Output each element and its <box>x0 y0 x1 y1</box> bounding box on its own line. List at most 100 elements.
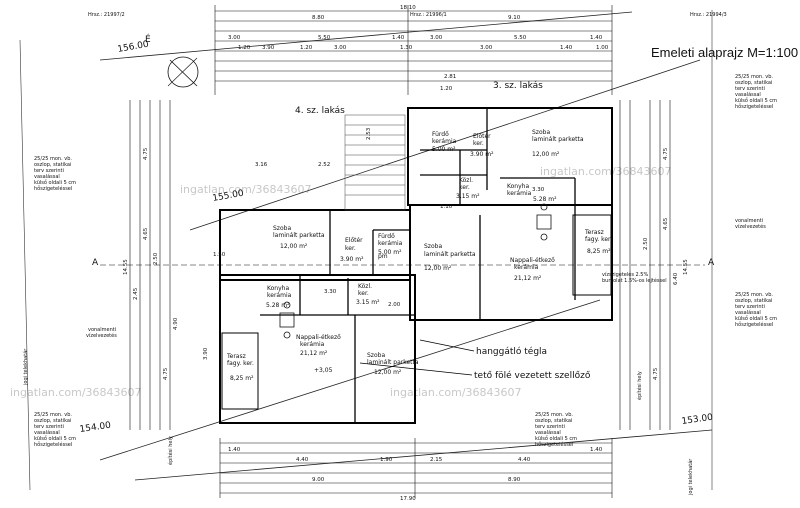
svg-text:ker.: ker. <box>358 290 369 297</box>
inner-walls <box>260 108 576 423</box>
svg-text:21,12 m²: 21,12 m² <box>300 350 328 357</box>
dim-inner: 1.20 <box>440 86 453 92</box>
svg-text:12,00 m²: 12,00 m² <box>424 265 452 272</box>
room-konyha-top: Konyha kerámia 5.28 m² <box>507 183 557 203</box>
dim-left-col: 3.90 <box>203 347 209 360</box>
svg-text:5.00 m²: 5.00 m² <box>378 249 402 256</box>
dim-left-col: 2.45 <box>133 287 139 300</box>
room-furdo-top: Fürdő kerámia 5.00 m² <box>432 131 457 153</box>
flat-label-upper: 3. sz. lakás <box>493 81 543 91</box>
svg-text:laminált parketta: laminált parketta <box>532 136 584 143</box>
hrsz-mid: Hrsz.: 21996/1 <box>410 12 447 18</box>
svg-text:kerámia: kerámia <box>507 190 532 197</box>
dim-bottom-row3: 1.40 <box>590 447 603 453</box>
dim-bottom-row3: 4.40 <box>296 457 309 463</box>
dim-left-col: 4.90 <box>173 317 179 330</box>
dim-inner: 1.50 <box>213 252 226 258</box>
svg-text:3.15 m²: 3.15 m² <box>456 193 480 200</box>
dim-top-row4: 1.00 <box>596 45 609 51</box>
dim-left-total: 14.55 <box>123 259 129 275</box>
dim-top-row4: 3.90 <box>262 45 275 51</box>
jogi-telekhatar-right: jogi telekhatár <box>687 458 694 496</box>
dim-top-row4: 1.40 <box>560 45 573 51</box>
dim-inner: 2.52 <box>318 162 330 168</box>
dim-right-col: 6.40 <box>673 272 679 285</box>
svg-text:Közl.: Közl. <box>459 177 473 184</box>
watermark: ingatlan.com/36843607 <box>390 386 522 399</box>
room-szoba-mid-left: Szoba laminált parketta 12,00 m² <box>273 225 325 250</box>
svg-text:25/25 mon. vb.: 25/25 mon. vb. <box>735 292 773 298</box>
svg-text:hőszigeteléssel: hőszigeteléssel <box>34 441 72 448</box>
svg-text:Nappali-étkező: Nappali-étkező <box>296 334 341 341</box>
drain-note: vízszigetelés 2.5% burkolat 1.5%-os lejt… <box>602 271 667 284</box>
epitesi-hely-right: építési hely <box>636 371 643 400</box>
svg-text:vízelvezetés: vízelvezetés <box>86 332 117 339</box>
dim-right-col: 4.75 <box>663 147 669 160</box>
svg-text:vasalással: vasalással <box>735 91 761 98</box>
svg-text:vasalással: vasalással <box>535 429 561 436</box>
svg-text:terv szerinti: terv szerinti <box>735 86 765 92</box>
svg-text:3.90 m²: 3.90 m² <box>470 151 494 158</box>
dining-table-icon <box>279 203 552 339</box>
dim-inner: 2.81 <box>444 74 456 80</box>
svg-text:kerámia: kerámia <box>378 240 403 247</box>
svg-text:kerámia: kerámia <box>267 292 292 299</box>
svg-text:fagy. ker.: fagy. ker. <box>585 236 612 243</box>
svg-text:vasalással: vasalással <box>34 173 60 180</box>
room-szoba-mid-center: Szoba laminált parketta 12,00 m² <box>424 243 476 272</box>
svg-text:külső oldali 5 cm: külső oldali 5 cm <box>34 180 76 186</box>
svg-text:Közl.: Közl. <box>358 283 372 290</box>
dim-top-row4: 1.20 <box>238 45 251 51</box>
dim-top-total: 18.10 <box>400 5 416 11</box>
leader-lines <box>359 339 475 376</box>
north-letter: É <box>145 33 151 45</box>
svg-text:vasalással: vasalással <box>34 429 60 436</box>
dim-bottom-row3: 1.40 <box>228 447 241 453</box>
svg-text:kerámia: kerámia <box>432 138 457 145</box>
svg-text:ker.: ker. <box>459 184 470 191</box>
dim-top-left: 8.80 <box>312 15 325 21</box>
room-szoba-top-right: Szoba laminált parketta 12,00 m² <box>532 129 584 158</box>
border-length: 154.00 <box>79 421 112 435</box>
vonalmenti-note-right: vonalmenti vízelvezetés <box>735 218 766 230</box>
dim-top-row4: 1.30 <box>400 45 413 51</box>
vonalmenti-note-left: vonalmenti vízelvezetés <box>86 327 117 339</box>
svg-text:Nappali-étkező: Nappali-étkező <box>510 257 555 264</box>
dim-left-col: 4.75 <box>143 147 149 160</box>
epitesi-hely-left: építési hely <box>167 436 174 465</box>
hrsz-left: Hrsz.: 21997/2 <box>88 12 125 18</box>
jogi-telekhatar-left: jogi telekhatár <box>22 348 29 386</box>
svg-text:25/25 mon. vb.: 25/25 mon. vb. <box>34 412 72 418</box>
svg-text:vonalmenti: vonalmenti <box>735 218 763 224</box>
svg-text:külső oldali 5 cm: külső oldali 5 cm <box>535 436 577 442</box>
dim-bottom-left: 9.00 <box>312 477 325 483</box>
svg-text:Fürdő: Fürdő <box>378 233 395 240</box>
svg-text:vízelvezetés: vízelvezetés <box>735 223 766 230</box>
room-nappali-right: Nappali-étkező kerámia 21,12 m² <box>510 257 555 282</box>
dim-top-row3: 1.40 <box>392 35 405 41</box>
watermark: ingatlan.com/36843607 <box>180 183 312 196</box>
column-note-left-lower: 25/25 mon. vb. oszlop, statikai terv sze… <box>34 412 76 448</box>
elevation-label: +3,05 <box>314 367 333 374</box>
svg-text:Terasz: Terasz <box>584 229 604 236</box>
dim-top-row4: 1.20 <box>300 45 313 51</box>
svg-text:oszlop, statikai: oszlop, statikai <box>735 80 772 86</box>
dim-top-row4: 3.00 <box>480 45 493 51</box>
svg-text:oszlop, statikai: oszlop, statikai <box>735 298 772 304</box>
svg-text:5.28 m²: 5.28 m² <box>266 302 290 309</box>
column-note-left-upper: 25/25 mon. vb. oszlop, statikai terv sze… <box>34 156 76 192</box>
svg-text:3.15 m²: 3.15 m² <box>356 299 380 306</box>
svg-text:25/25 mon. vb.: 25/25 mon. vb. <box>34 156 72 162</box>
pm-label: pm <box>378 253 388 260</box>
room-eloter-mid: Előtér ker. 3.90 m² <box>340 237 364 263</box>
property-lines <box>99 11 713 481</box>
dim-inner: 2.00 <box>388 302 401 308</box>
dim-top-row3: 3.00 <box>430 35 443 41</box>
svg-text:Konyha: Konyha <box>507 183 529 190</box>
svg-text:kerámia: kerámia <box>514 264 539 271</box>
dim-right-col: 2.50 <box>643 237 649 250</box>
dim-bottom-row3: 2.15 <box>430 457 443 463</box>
dimension-lines-bottom <box>219 438 613 498</box>
svg-text:hőszigeteléssel: hőszigeteléssel <box>735 321 773 328</box>
page-title: Emeleti alaprajz M=1:100 <box>651 45 798 60</box>
